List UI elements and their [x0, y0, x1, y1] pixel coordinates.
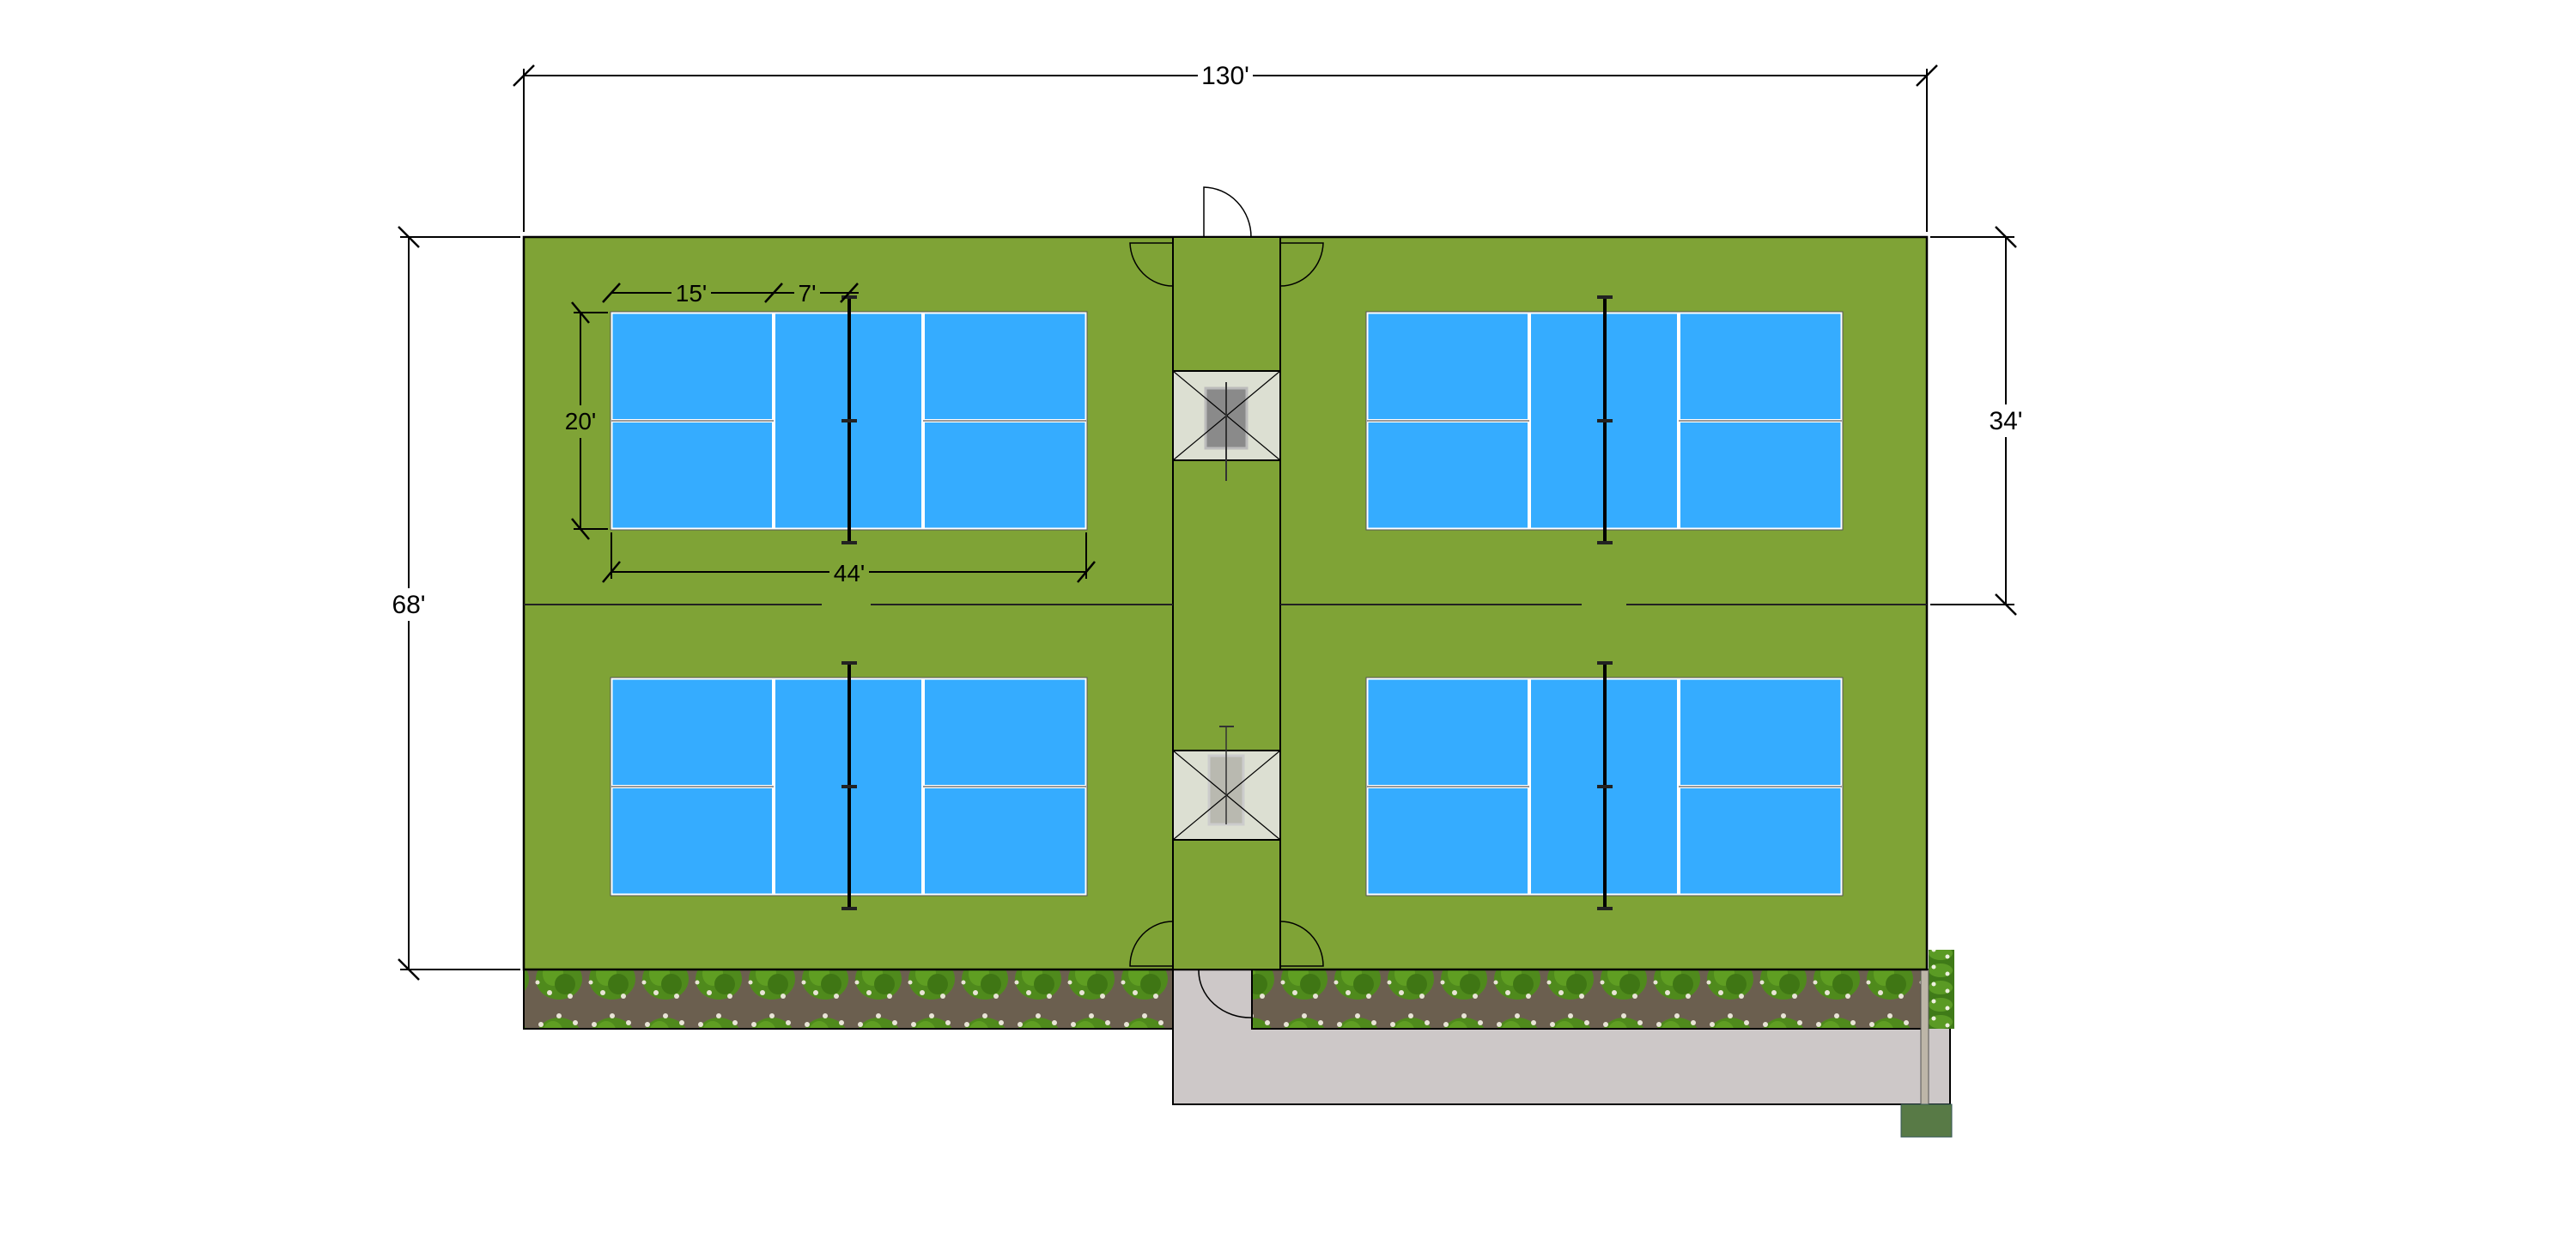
door-top[interactable]: [1203, 186, 1252, 238]
courts: [610, 295, 1844, 910]
grass-patch: [1900, 1103, 1953, 1138]
court-top-left: [610, 295, 1088, 544]
door-bottom-right[interactable]: [1279, 921, 1324, 967]
dimension-overall-depth: 68': [386, 226, 520, 981]
dimension-court: 15' 7' 20' 44': [560, 277, 1096, 587]
net: [841, 295, 857, 544]
center-corridor: [1172, 236, 1281, 970]
court-length-label: 44': [834, 560, 866, 587]
service-length-label: 15': [676, 280, 708, 307]
court-width-label: 20': [565, 408, 597, 435]
fence-post: [1920, 969, 1929, 1113]
planter-left: [523, 969, 1174, 1030]
overall-depth-label: 68': [392, 591, 425, 619]
door-top-left[interactable]: [1129, 242, 1174, 287]
net: [1597, 295, 1613, 544]
gazebo-top: [1172, 370, 1281, 481]
net: [841, 661, 857, 910]
dimension-half-depth: 34': [1930, 226, 2028, 616]
planter-right: [1251, 969, 1923, 1030]
court-bottom-right: [1365, 661, 1844, 910]
half-depth-label: 34': [1989, 407, 2022, 435]
overall-width-label: 130': [1201, 62, 1249, 90]
door-walkway[interactable]: [1198, 969, 1253, 1018]
court-top-right: [1365, 295, 1844, 544]
dimension-overall-width: 130': [513, 60, 1938, 232]
kitchen-depth-label: 7': [799, 280, 817, 307]
vine-wall: [1929, 950, 1954, 1029]
net: [1597, 661, 1613, 910]
court-bottom-left: [610, 661, 1088, 910]
door-bottom-left[interactable]: [1129, 921, 1174, 967]
gazebo-bottom: [1172, 726, 1281, 841]
door-top-right[interactable]: [1279, 242, 1324, 287]
